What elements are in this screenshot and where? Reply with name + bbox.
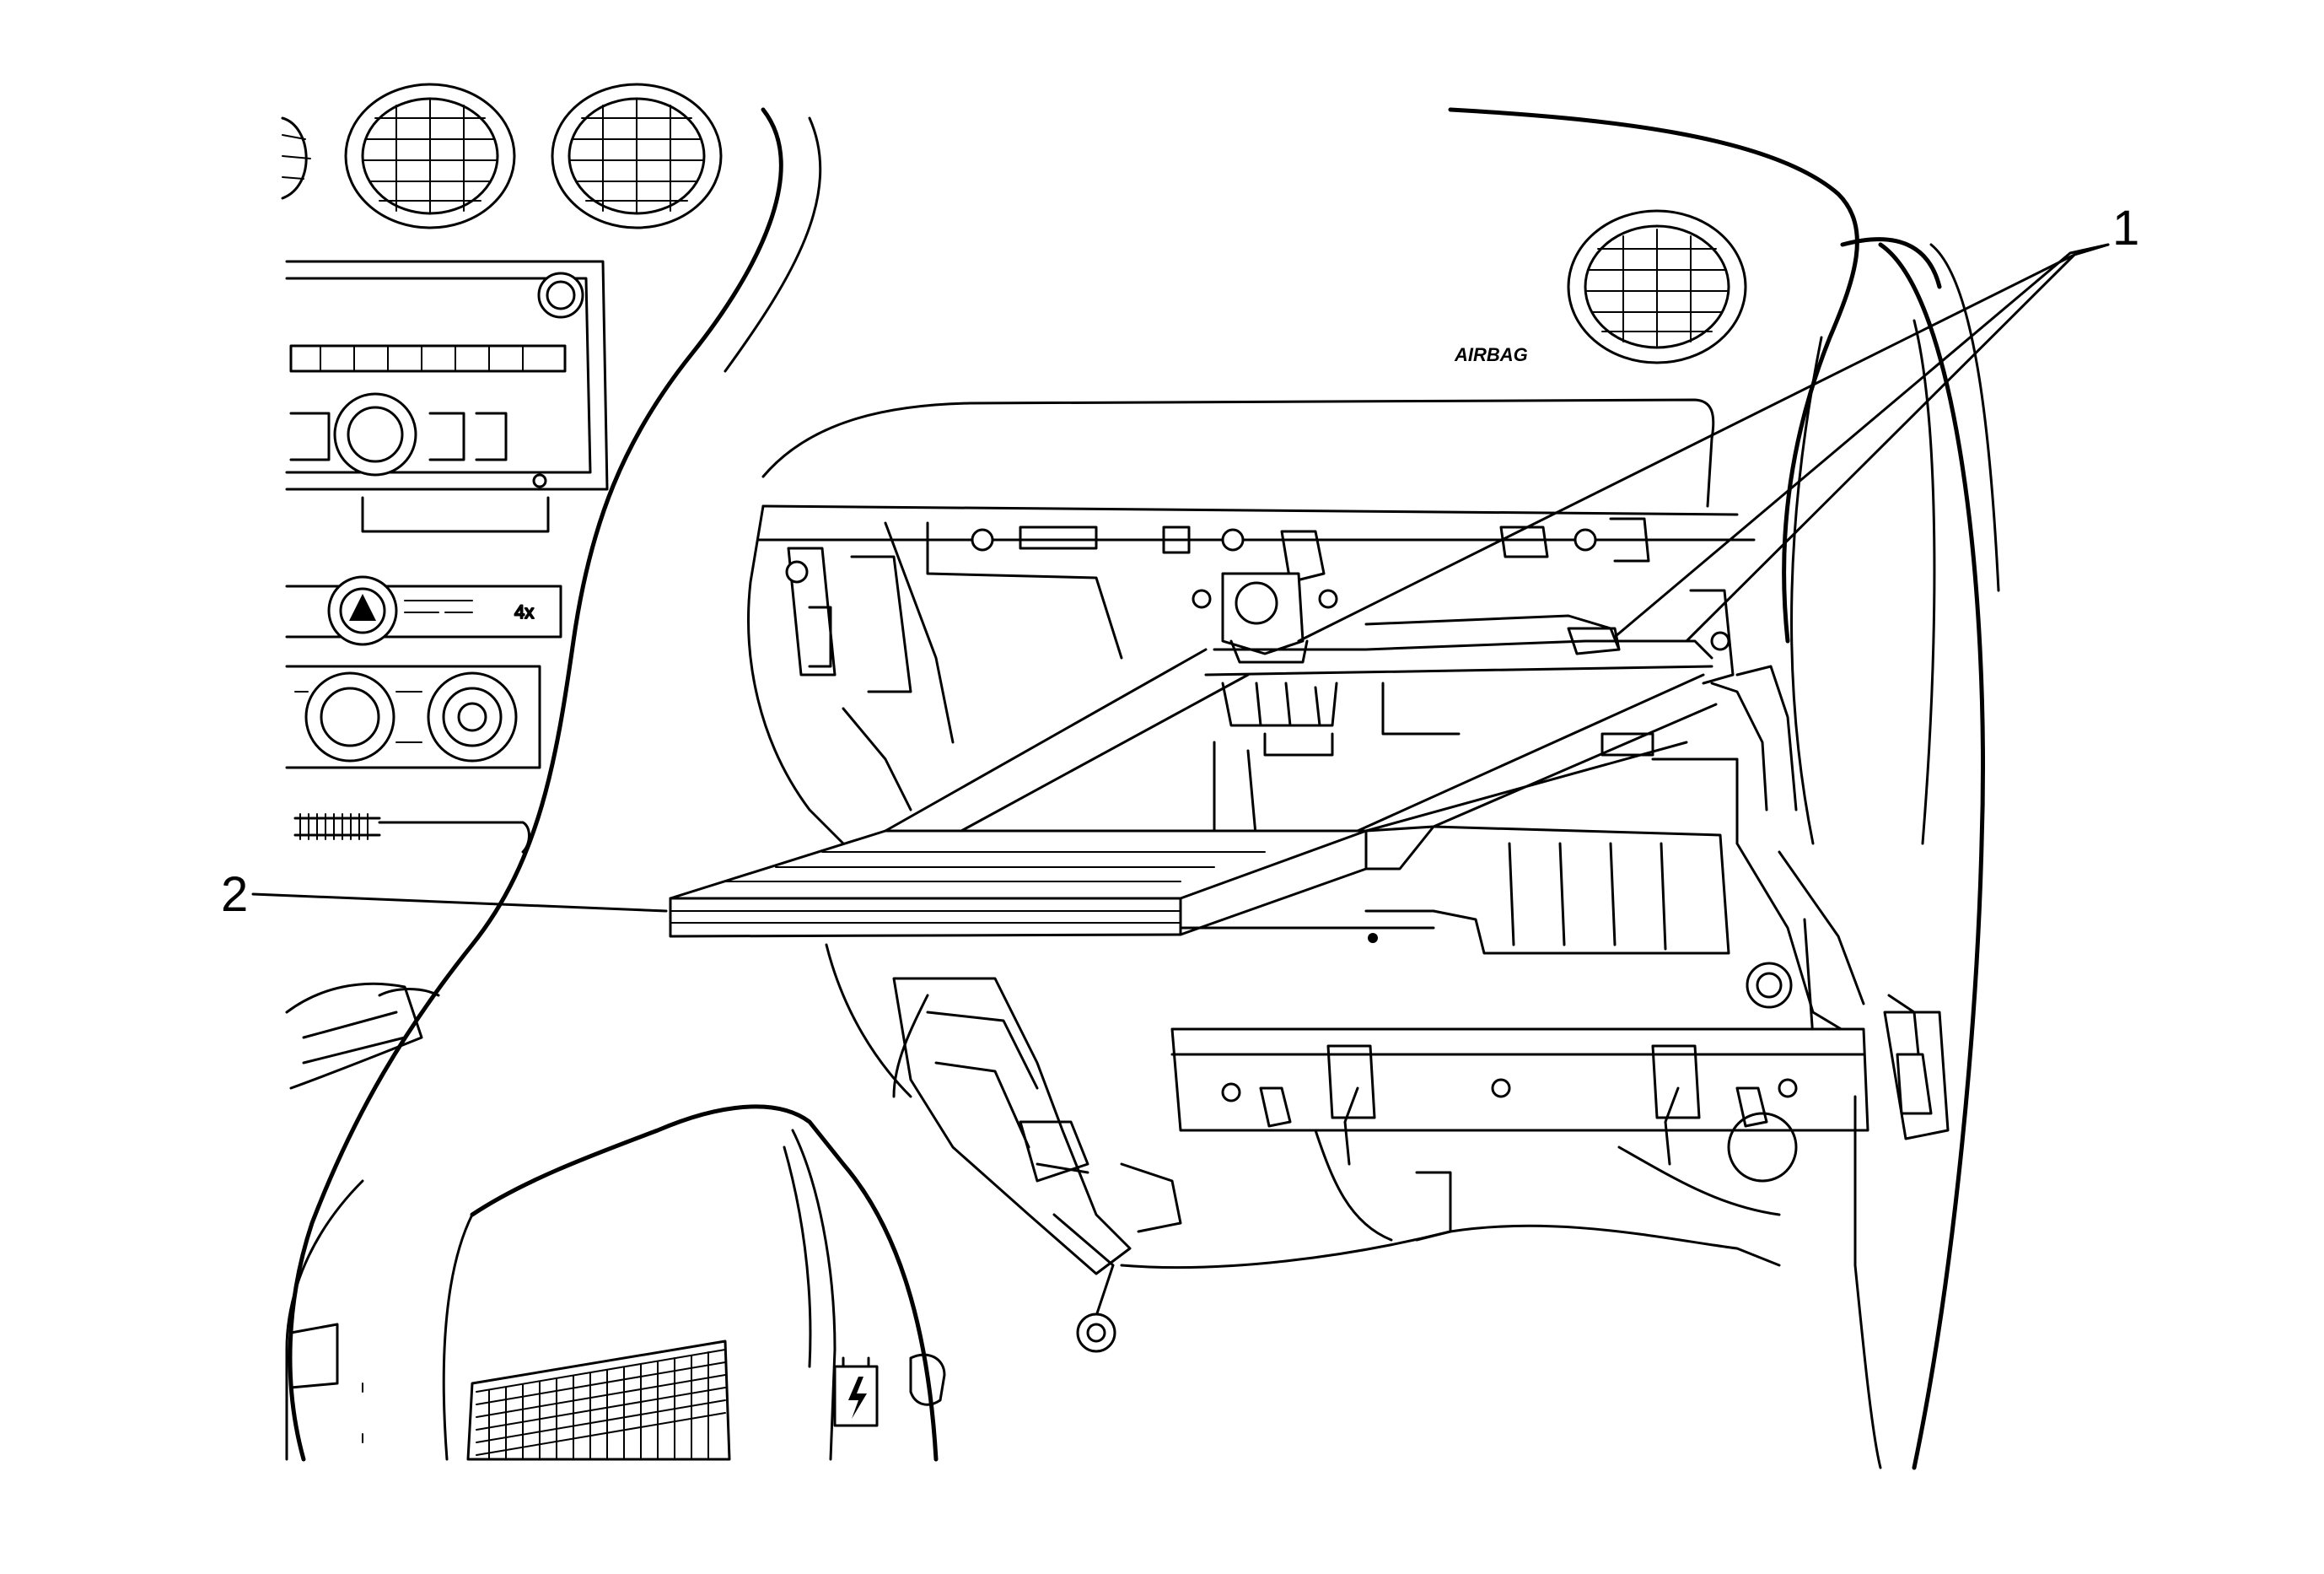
coil-spring [293, 813, 530, 854]
lower-bracket [892, 977, 1950, 1469]
knee-bolster-panel [362, 943, 946, 1462]
center-stack: 4x [281, 83, 822, 1462]
passenger-dash-panel: AIRBAG [757, 107, 2000, 1470]
callout-2-label: 2 [221, 867, 248, 922]
side-vent-partial [281, 116, 311, 200]
speaker-grille [466, 1340, 731, 1461]
leader-line-2 [251, 892, 668, 913]
callout-leaders [251, 243, 2110, 913]
airbag-label: AIRBAG [1454, 344, 1528, 365]
svg-text:4x: 4x [514, 601, 534, 623]
passenger-vent [1567, 209, 1747, 364]
glove-box-cavity [747, 504, 1920, 1056]
center-vent-left [344, 83, 516, 229]
hazard-switch-panel: 4x [285, 575, 562, 646]
radio-unit [285, 260, 609, 533]
lower-console [285, 982, 440, 1389]
fuse-icon [833, 1356, 879, 1427]
cabin-air-filter [669, 648, 1718, 938]
filter-door-latch [1192, 572, 1338, 664]
callout-1-label: 1 [2112, 201, 2139, 256]
center-vent-right [551, 83, 723, 229]
leader-line-1c [1685, 243, 2110, 643]
hvac-controls [285, 665, 541, 769]
